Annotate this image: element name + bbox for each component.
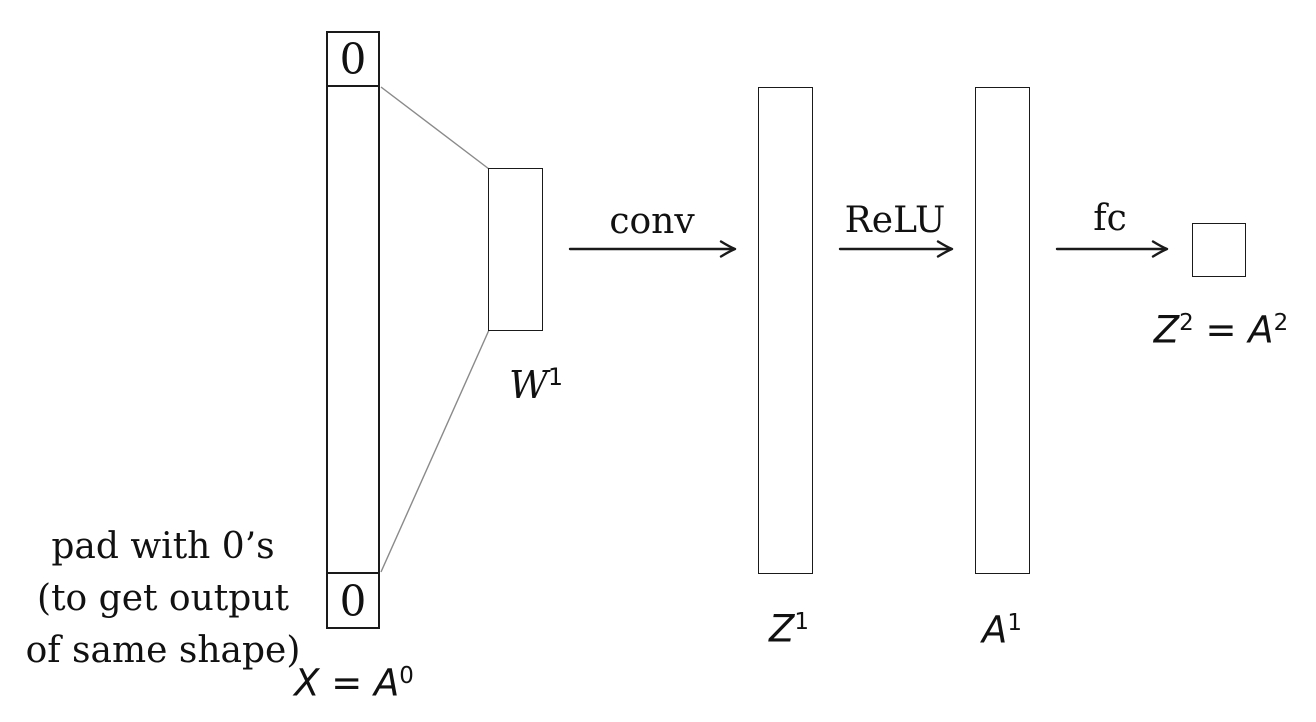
relu-arrowhead — [936, 240, 954, 258]
pad-note-line3: of same shape) — [25, 630, 301, 671]
pad-note-line2: (to get output — [37, 578, 289, 619]
output-label-z-sup: 2 — [1179, 310, 1194, 337]
input-top-pad-divider — [326, 85, 380, 87]
input-top-pad-value: 0 — [339, 34, 367, 84]
output-label-z: Z — [1153, 308, 1180, 352]
a1-label-sup: 1 — [1007, 610, 1022, 637]
input-bottom-pad-value: 0 — [339, 576, 367, 626]
output-rect — [1192, 223, 1246, 277]
output-label-a-sup: 2 — [1273, 310, 1289, 337]
conv-arrowhead — [719, 240, 737, 258]
kernel-label-base: W — [508, 363, 549, 408]
fc-label: fc — [1093, 198, 1127, 240]
relu-label: ReLU — [844, 200, 946, 242]
input-label-base: X = A — [294, 661, 400, 705]
input-bottom-pad-divider — [326, 572, 380, 574]
z1-rect — [758, 87, 813, 574]
output-label-eq-a: = A — [1193, 308, 1274, 352]
receptive-field-line-bottom — [380, 329, 490, 573]
z1-label-base: Z — [769, 607, 795, 651]
a1-rect — [975, 87, 1030, 574]
a1-label-base: A — [982, 608, 1008, 652]
input-label-sup: 0 — [399, 663, 414, 690]
fc-arrowhead — [1151, 240, 1169, 258]
kernel-rect — [488, 168, 543, 331]
z1-label: Z1 — [769, 607, 809, 651]
output-label: Z2 = A2 — [1153, 308, 1289, 352]
a1-label: A1 — [982, 608, 1022, 652]
pad-note-line1: pad with 0’s — [51, 526, 275, 567]
input-label: X = A0 — [294, 661, 414, 705]
z1-label-sup: 1 — [794, 609, 809, 636]
kernel-label: W1 — [508, 363, 564, 408]
receptive-field-line-top — [380, 86, 490, 170]
input-vector-rect — [326, 31, 380, 629]
kernel-label-sup: 1 — [548, 363, 564, 392]
conv-label: conv — [609, 201, 695, 243]
pad-note: pad with 0’s (to get output of same shap… — [26, 521, 301, 677]
